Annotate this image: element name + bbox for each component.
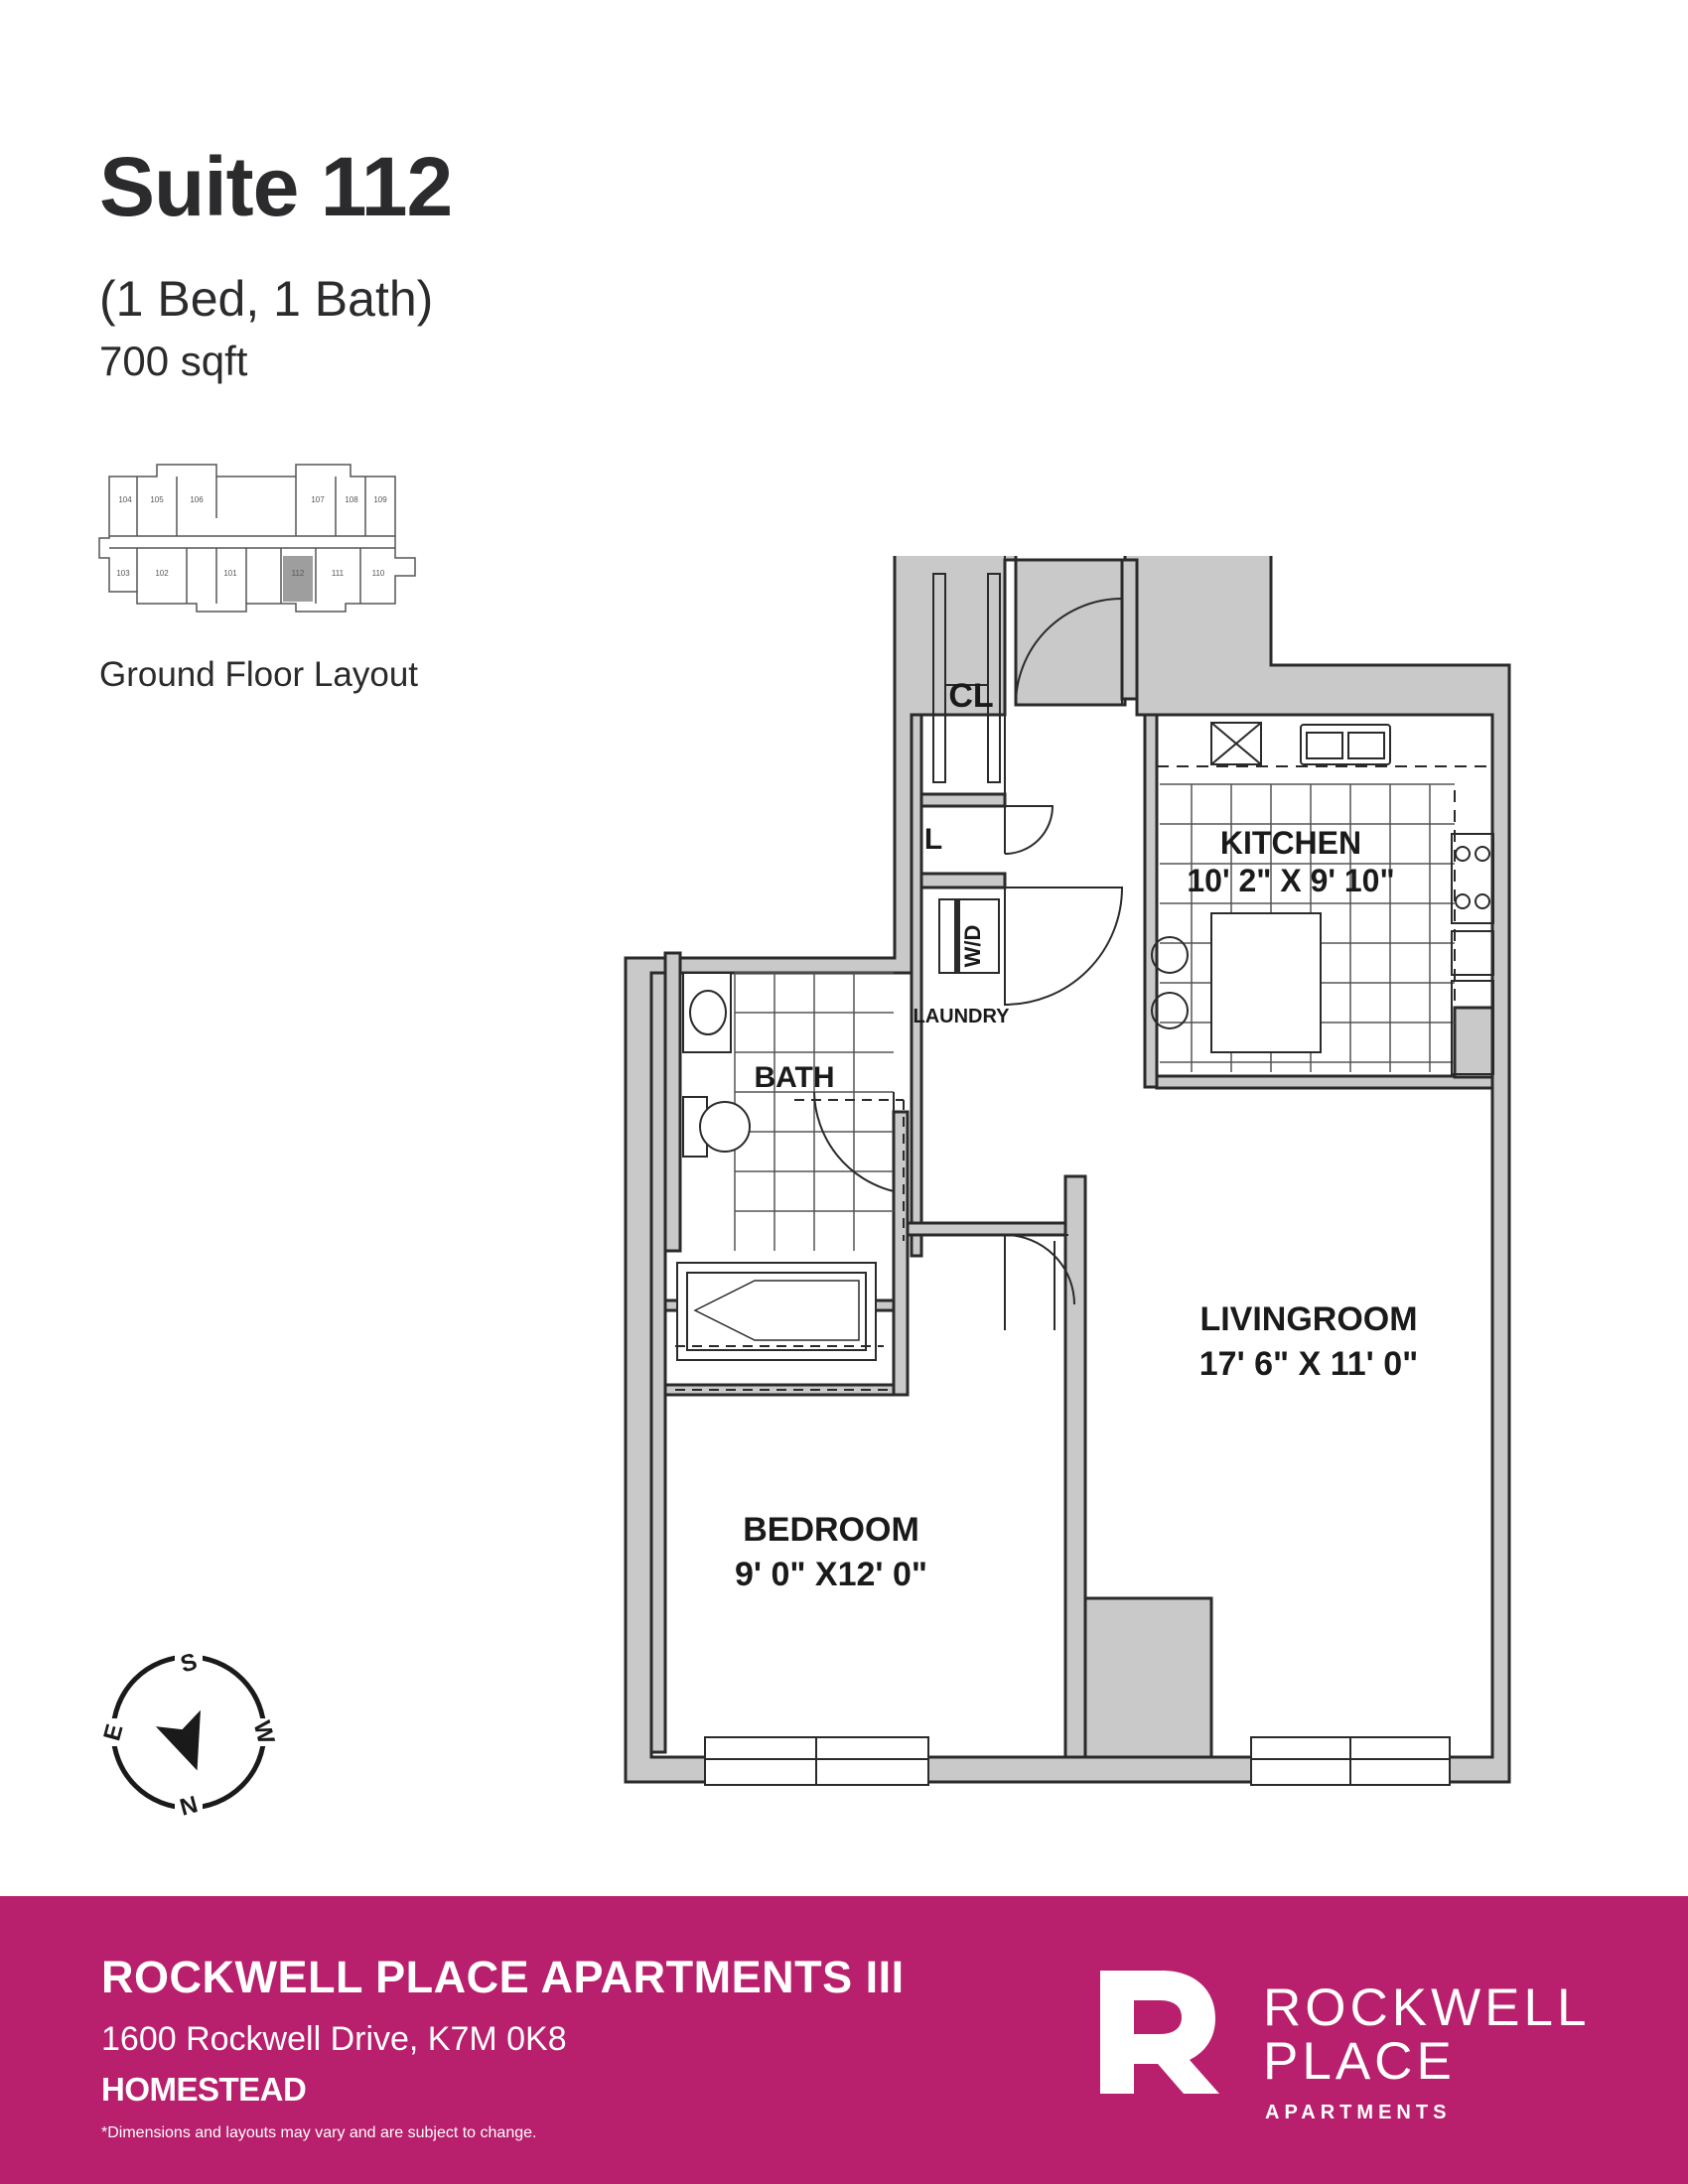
washer-dryer-label: W/D: [960, 925, 985, 968]
compass-north-label: N: [177, 1791, 201, 1822]
compass-icon: S N E W: [98, 1647, 280, 1822]
kitchen-dims-label: 10' 2" X 9' 10": [1187, 863, 1394, 898]
bedroom-label: BEDROOM: [743, 1511, 919, 1549]
floor-plan: CL L W/D LAUNDRY KITCHEN 10' 2" X 9' 10"…: [624, 556, 1511, 1786]
keyplan-unit-106: 106: [190, 495, 204, 504]
suite-title: Suite 112: [99, 140, 453, 233]
unit-area: 700 sqft: [99, 338, 248, 384]
laundry-label: LAUNDRY: [913, 1006, 1010, 1027]
linen-closet-label: L: [924, 823, 942, 856]
selected-unit-highlight: [283, 556, 313, 602]
keyplan-unit-102: 102: [155, 569, 169, 578]
footer-band: [0, 1896, 1688, 2184]
logo-wordmark-line2: PLACE: [1263, 2032, 1456, 2091]
property-name: ROCKWELL PLACE APARTMENTS III: [101, 1952, 905, 2002]
bedroom-dims-label: 9' 0" X12' 0": [735, 1556, 927, 1593]
bath-fixtures: [675, 972, 905, 1391]
keyplan-unit-107: 107: [311, 495, 325, 504]
plan-internal-walls: [649, 558, 1494, 1759]
keyplan-unit-110: 110: [372, 569, 385, 578]
kitchen-tile-grid: [1160, 783, 1455, 1072]
living-room-label: LIVINGROOM: [1199, 1300, 1417, 1338]
property-address: 1600 Rockwell Drive, K7M 0K8: [101, 2020, 567, 2058]
kitchen-label: KITCHEN: [1220, 825, 1361, 861]
homestead-brand: HOMESTEAD: [101, 2071, 307, 2108]
compass-needle: [155, 1709, 201, 1771]
door-swings: [813, 556, 1124, 1330]
keyplan-unit-101: 101: [223, 569, 237, 578]
windows: [704, 1736, 1451, 1786]
keyplan-unit-111: 111: [332, 569, 345, 578]
closet-label: CL: [948, 677, 993, 715]
closet-fixtures: [932, 573, 1001, 974]
living-room-dims-label: 17' 6" X 11' 0": [1199, 1345, 1418, 1383]
logo-wordmark-line1: ROCKWELL: [1263, 1979, 1591, 2037]
keyplan-unit-108: 108: [345, 495, 358, 504]
kitchen-counter: [1151, 722, 1494, 1075]
keyplan-unit-105: 105: [150, 495, 164, 504]
ground-floor-keyplan: 104 105 106 107 108 109 103 102 101 112 …: [98, 464, 416, 613]
logo-wordmark-line3: APARTMENTS: [1265, 2102, 1452, 2123]
disclaimer: *Dimensions and layouts may vary and are…: [101, 2124, 537, 2141]
keyplan-unit-104: 104: [118, 495, 132, 504]
keyplan-unit-103: 103: [116, 569, 130, 578]
bath-label: BATH: [754, 1061, 834, 1094]
compass-south-label: S: [178, 1648, 200, 1678]
keyplan-unit-109: 109: [373, 495, 387, 504]
unit-type: (1 Bed, 1 Bath): [99, 271, 434, 327]
compass-east-label: E: [98, 1721, 128, 1743]
rockwell-logo-icon: [1100, 1971, 1219, 2094]
keyplan-unit-112: 112: [292, 569, 305, 578]
keyplan-label: Ground Floor Layout: [99, 655, 419, 694]
